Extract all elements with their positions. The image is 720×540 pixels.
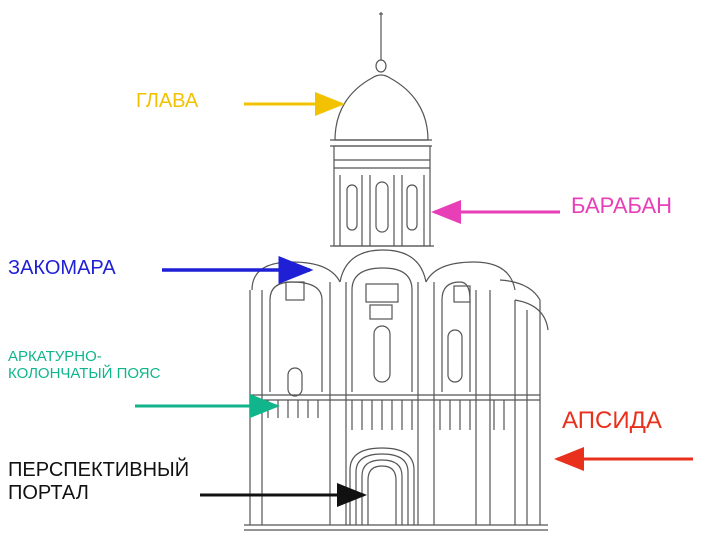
drum-windows <box>339 175 425 246</box>
arcature-columns <box>267 400 505 430</box>
label-apsida: АПСИДА <box>562 407 662 434</box>
label-glava: ГЛАВА <box>136 90 199 112</box>
label-zakomara: ЗАКОМАРА <box>8 257 116 279</box>
label-baraban: БАРАБАН <box>571 193 673 218</box>
label-arkatur-belt: АРКАТУРНО- КОЛОНЧАТЫЙ ПОЯС <box>8 348 161 383</box>
church-drawing <box>244 12 549 531</box>
label-portal: ПЕРСПЕКТИВНЫЙ ПОРТАЛ <box>8 459 190 504</box>
